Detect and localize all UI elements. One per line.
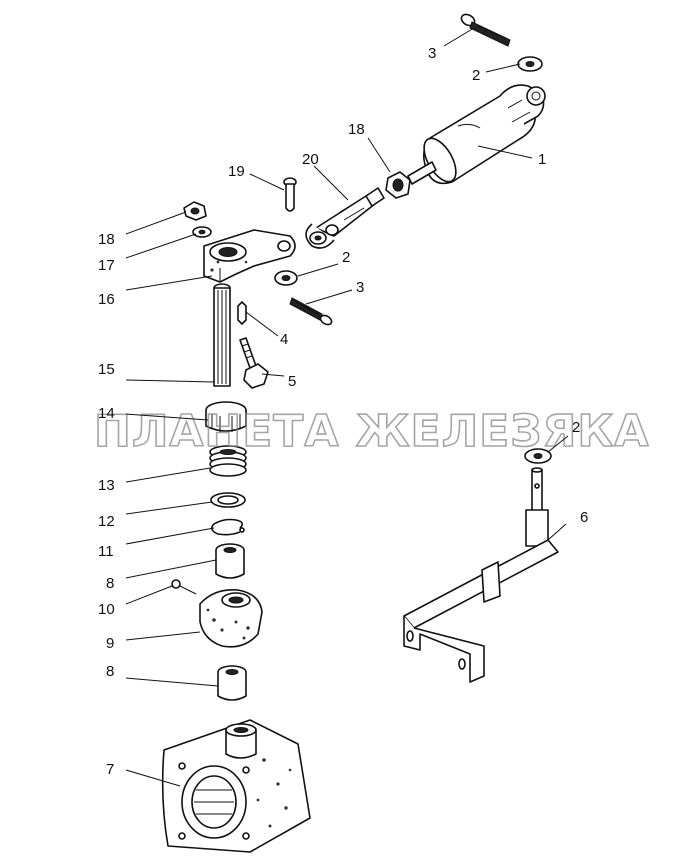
callout-3-top: 3 (428, 45, 436, 62)
callout-11: 11 (98, 543, 114, 560)
callout-1: 1 (538, 151, 546, 168)
callout-9: 9 (106, 635, 114, 652)
pin-19-part (283, 177, 297, 212)
pin-top-part (460, 13, 511, 47)
bushing-upper-part (215, 543, 245, 579)
callout-20: 20 (302, 151, 319, 168)
key-part (237, 301, 247, 325)
watermark: ПЛАНЕТА ЖЕЛЕЗЯКА (94, 406, 649, 457)
callout-18-upper: 18 (348, 121, 365, 138)
nut-lower-part (183, 201, 207, 221)
callout-14: 14 (98, 405, 115, 422)
nut-upper-part (385, 171, 411, 199)
washer-mid-part (274, 270, 298, 286)
clevis-part (305, 187, 385, 249)
circlip-part (210, 518, 245, 536)
bracket-part (403, 467, 559, 683)
callout-4: 4 (280, 331, 288, 348)
spring-part (209, 445, 247, 477)
bolt-10-part (171, 579, 197, 595)
bushing-lower-part (217, 665, 247, 701)
callout-2-mid: 2 (342, 249, 350, 266)
callout-8-upper: 8 (106, 575, 114, 592)
callout-6: 6 (580, 509, 588, 526)
bolt-part (239, 337, 269, 389)
ring-part (210, 492, 246, 508)
callout-8-lower: 8 (106, 663, 114, 680)
cylinder-part (407, 84, 546, 185)
leader-lines (125, 27, 569, 787)
callout-labels: 3 2 18 1 19 20 18 17 2 3 16 4 5 15 14 2 … (98, 45, 588, 778)
callout-12: 12 (98, 513, 115, 530)
housing-part (199, 588, 263, 648)
gearbox-housing-part (161, 719, 311, 853)
callout-10: 10 (98, 601, 115, 618)
washer-right-part (524, 448, 552, 464)
callout-17: 17 (98, 257, 115, 274)
callout-3-mid: 3 (356, 279, 364, 296)
callout-13: 13 (98, 477, 115, 494)
washer-top-part (517, 56, 543, 72)
shaft-part (213, 283, 231, 387)
callout-7: 7 (106, 761, 114, 778)
callout-2-right: 2 (572, 419, 580, 436)
callout-16: 16 (98, 291, 115, 308)
washer-17-part (192, 226, 212, 238)
callout-19: 19 (228, 163, 245, 180)
callout-2-top: 2 (472, 67, 480, 84)
callout-5: 5 (288, 373, 296, 390)
pin-mid-part (289, 297, 333, 326)
collar-part (205, 401, 247, 432)
callout-15: 15 (98, 361, 115, 378)
callout-18-lower: 18 (98, 231, 115, 248)
lever-part (203, 229, 296, 283)
